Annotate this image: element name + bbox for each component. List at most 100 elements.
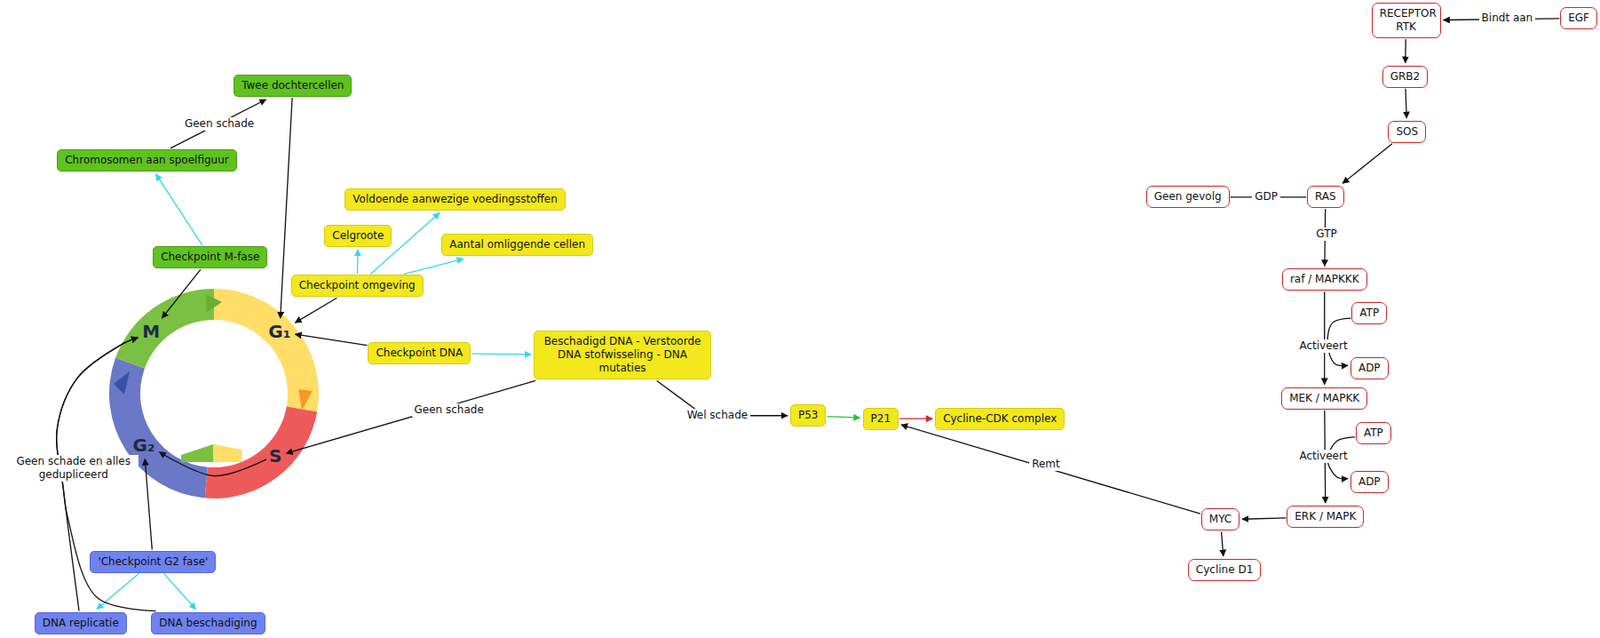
connector <box>826 416 860 419</box>
node-text: RAS <box>1314 190 1337 204</box>
edge-label: Wel schade <box>684 408 752 422</box>
phase-label: G₂ <box>130 434 157 457</box>
connector <box>96 573 139 610</box>
yellow-box: Voldoende aanwezige voedingsstoffen <box>344 188 565 211</box>
connector <box>1405 88 1407 119</box>
edge-label: GTP <box>1313 227 1339 241</box>
edge-label: Bindt aan <box>1479 11 1537 25</box>
node-text: Chromosomen aan spoelfiguur <box>64 153 230 167</box>
node-text: MYC <box>1209 512 1232 526</box>
node-text: Checkpoint omgeving <box>299 278 416 293</box>
connector <box>161 269 201 318</box>
pathway-box: ERK / MAPK <box>1286 505 1364 528</box>
node-text: GRB2 <box>1390 70 1421 84</box>
green-box: Chromosomen aan spoelfiguur <box>56 149 238 172</box>
connector <box>164 573 197 610</box>
node-text: Twee dochtercellen <box>241 79 344 93</box>
edge-label: Activeert <box>1296 339 1350 353</box>
blue-box: DNA replicatie <box>34 611 127 634</box>
node-text: MEK / MAPKK <box>1289 391 1360 405</box>
yellow-box: P21 <box>863 407 900 430</box>
pathway-box: ADP <box>1350 470 1389 493</box>
connector <box>144 459 152 550</box>
connector <box>899 418 933 420</box>
connector <box>294 333 367 345</box>
node-text: Geen gevolg <box>1154 190 1222 204</box>
node-text: DNA beschadiging <box>158 616 257 630</box>
pathway-box: RAS <box>1306 185 1345 208</box>
node-text: 'Checkpoint G2 fase' <box>97 554 208 569</box>
node-text: Checkpoint DNA <box>375 346 463 360</box>
pathway-box: Geen gevolg <box>1146 185 1230 208</box>
connector <box>1342 143 1393 184</box>
node-text: Voldoende aanwezige voedingsstoffen <box>352 192 557 206</box>
m-segment <box>115 288 214 369</box>
pathway-box: GRB2 <box>1382 65 1429 88</box>
connector <box>471 353 531 356</box>
yellow-box: Cycline-CDK complex <box>934 407 1065 430</box>
node-text: Checkpoint M-fase <box>160 250 260 264</box>
edge-label: Geen schade <box>182 117 257 131</box>
edge-label: Geen schade <box>411 403 487 417</box>
pathway-box: Cycline D1 <box>1188 558 1261 581</box>
edge-label: Geen schade en alles gedupliceerd <box>8 454 139 482</box>
node-text: M <box>142 320 160 343</box>
connector <box>294 297 337 323</box>
connector <box>156 174 203 246</box>
node-text: EGF <box>1568 11 1590 25</box>
pathway-box: EGF <box>1560 7 1598 30</box>
node-text: ERK / MAPK <box>1294 509 1356 523</box>
edge-label: GDP <box>1251 190 1281 204</box>
s-segment <box>205 405 318 499</box>
node-text: ADP <box>1358 475 1381 489</box>
g1-segment <box>213 288 319 412</box>
pathway-box: ATP <box>1355 421 1392 444</box>
yellow-box: P53 <box>790 403 827 427</box>
green-box: Checkpoint M-fase <box>152 245 268 269</box>
connector <box>901 424 1201 514</box>
phase-arrow <box>298 388 313 411</box>
connector <box>1323 291 1325 384</box>
connector <box>285 380 536 453</box>
inner-mark <box>181 443 242 462</box>
pathway-box: MEK / MAPKK <box>1281 387 1368 410</box>
edge-label: Activeert <box>1296 449 1350 463</box>
green-box: Twee dochtercellen <box>233 74 352 97</box>
node-text: Celgroote <box>332 229 384 243</box>
pathway-box: ADP <box>1350 356 1389 380</box>
phase-label: G₁ <box>266 320 293 343</box>
connector <box>1221 530 1224 555</box>
blue-box: DNA beschadiging <box>150 611 265 634</box>
node-text: G₁ <box>268 320 291 343</box>
pathway-box: MYC <box>1201 507 1240 531</box>
yellow-box: Aantal omliggende cellen <box>441 233 594 256</box>
yellow-box: Checkpoint DNA <box>367 341 471 365</box>
yellow-box: Celgroote <box>324 224 392 247</box>
node-text: Beschadigd DNA - Verstoorde DNA stofwiss… <box>541 334 704 375</box>
node-text: ATP <box>1363 426 1384 440</box>
node-text: S <box>269 444 282 468</box>
pathway-box: ATP <box>1351 301 1387 325</box>
node-text: RECEPTOR RTK <box>1379 7 1434 34</box>
blue-box: 'Checkpoint G2 fase' <box>89 550 216 573</box>
edge-label: Remt <box>1029 457 1063 471</box>
connector <box>403 258 464 274</box>
pathway-box: raf / MAPKKK <box>1282 268 1368 291</box>
phase-arrow <box>205 293 222 313</box>
node-text: ATP <box>1359 306 1379 320</box>
node-text: Cycline D1 <box>1196 562 1253 577</box>
node-text: P53 <box>798 408 819 422</box>
connector <box>159 451 267 476</box>
connector <box>170 99 267 149</box>
node-text: ADP <box>1358 361 1381 375</box>
phase-label: M <box>140 320 162 343</box>
node-text: SOS <box>1395 125 1418 139</box>
phase-arrow <box>113 371 130 395</box>
connector <box>1242 517 1286 519</box>
inner-mark <box>213 443 242 462</box>
node-text: G₂ <box>132 434 155 457</box>
pathway-box: RECEPTOR RTK <box>1371 2 1442 39</box>
pathway-box: SOS <box>1387 120 1426 143</box>
yellow-box: Checkpoint omgeving <box>291 274 424 297</box>
connector <box>1404 39 1407 64</box>
